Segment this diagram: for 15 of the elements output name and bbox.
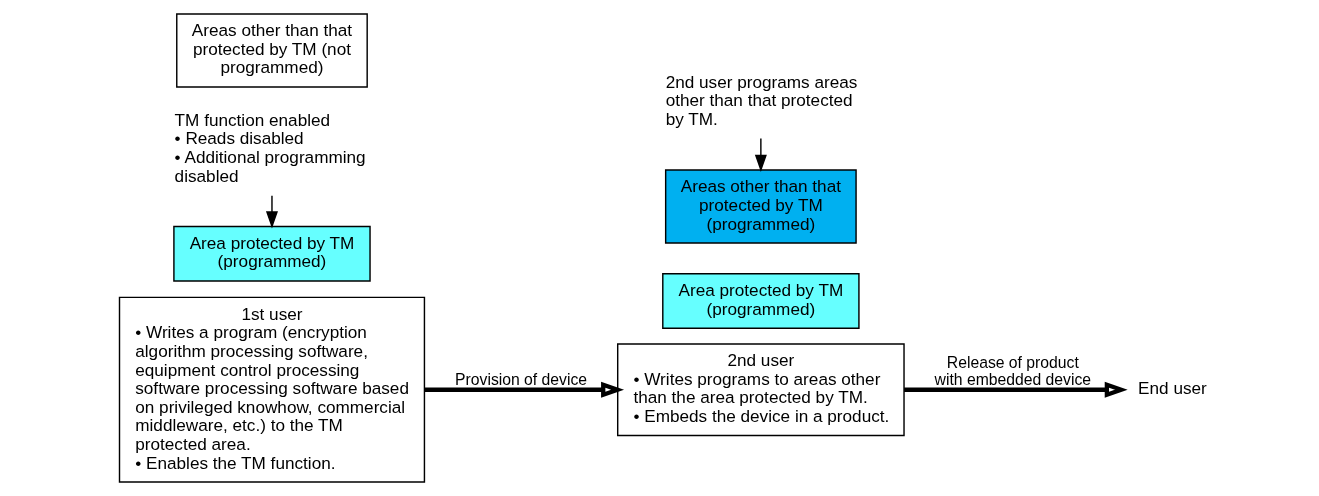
node-box: Areas other than that protected by TM (programmed): [664, 169, 857, 244]
arrow: [265, 194, 278, 229]
node-box: Area protected by TM (programmed): [173, 225, 371, 282]
node-text: End user: [1138, 378, 1207, 399]
node-text: 2nd user programs areas other than that protected by TM.: [665, 71, 858, 130]
arrow: [424, 381, 625, 398]
edge-label: Provision of device: [455, 371, 588, 389]
node-box: 2nd user • Writes programs to areas other than the area protected by TM. • Embeds the device in a product.: [617, 343, 905, 437]
node-box: 1st user • Writes a program (encryption algorithm processing software, equipment control processing software processing software based on privileged knowhow, commercial middleware, etc.) to the TM protected area. • Enables the TM function.: [118, 296, 426, 483]
node-box: Area protected by TM (programmed): [662, 273, 860, 329]
arrow: [754, 137, 767, 172]
edge-label: Release of product with embedded device: [934, 353, 1092, 389]
node-text: TM function enabled • Reads disabled • Additional programming disabled: [174, 109, 366, 186]
arrow: [904, 381, 1128, 398]
node-box: Areas other than that protected by TM (not programmed): [176, 13, 368, 88]
